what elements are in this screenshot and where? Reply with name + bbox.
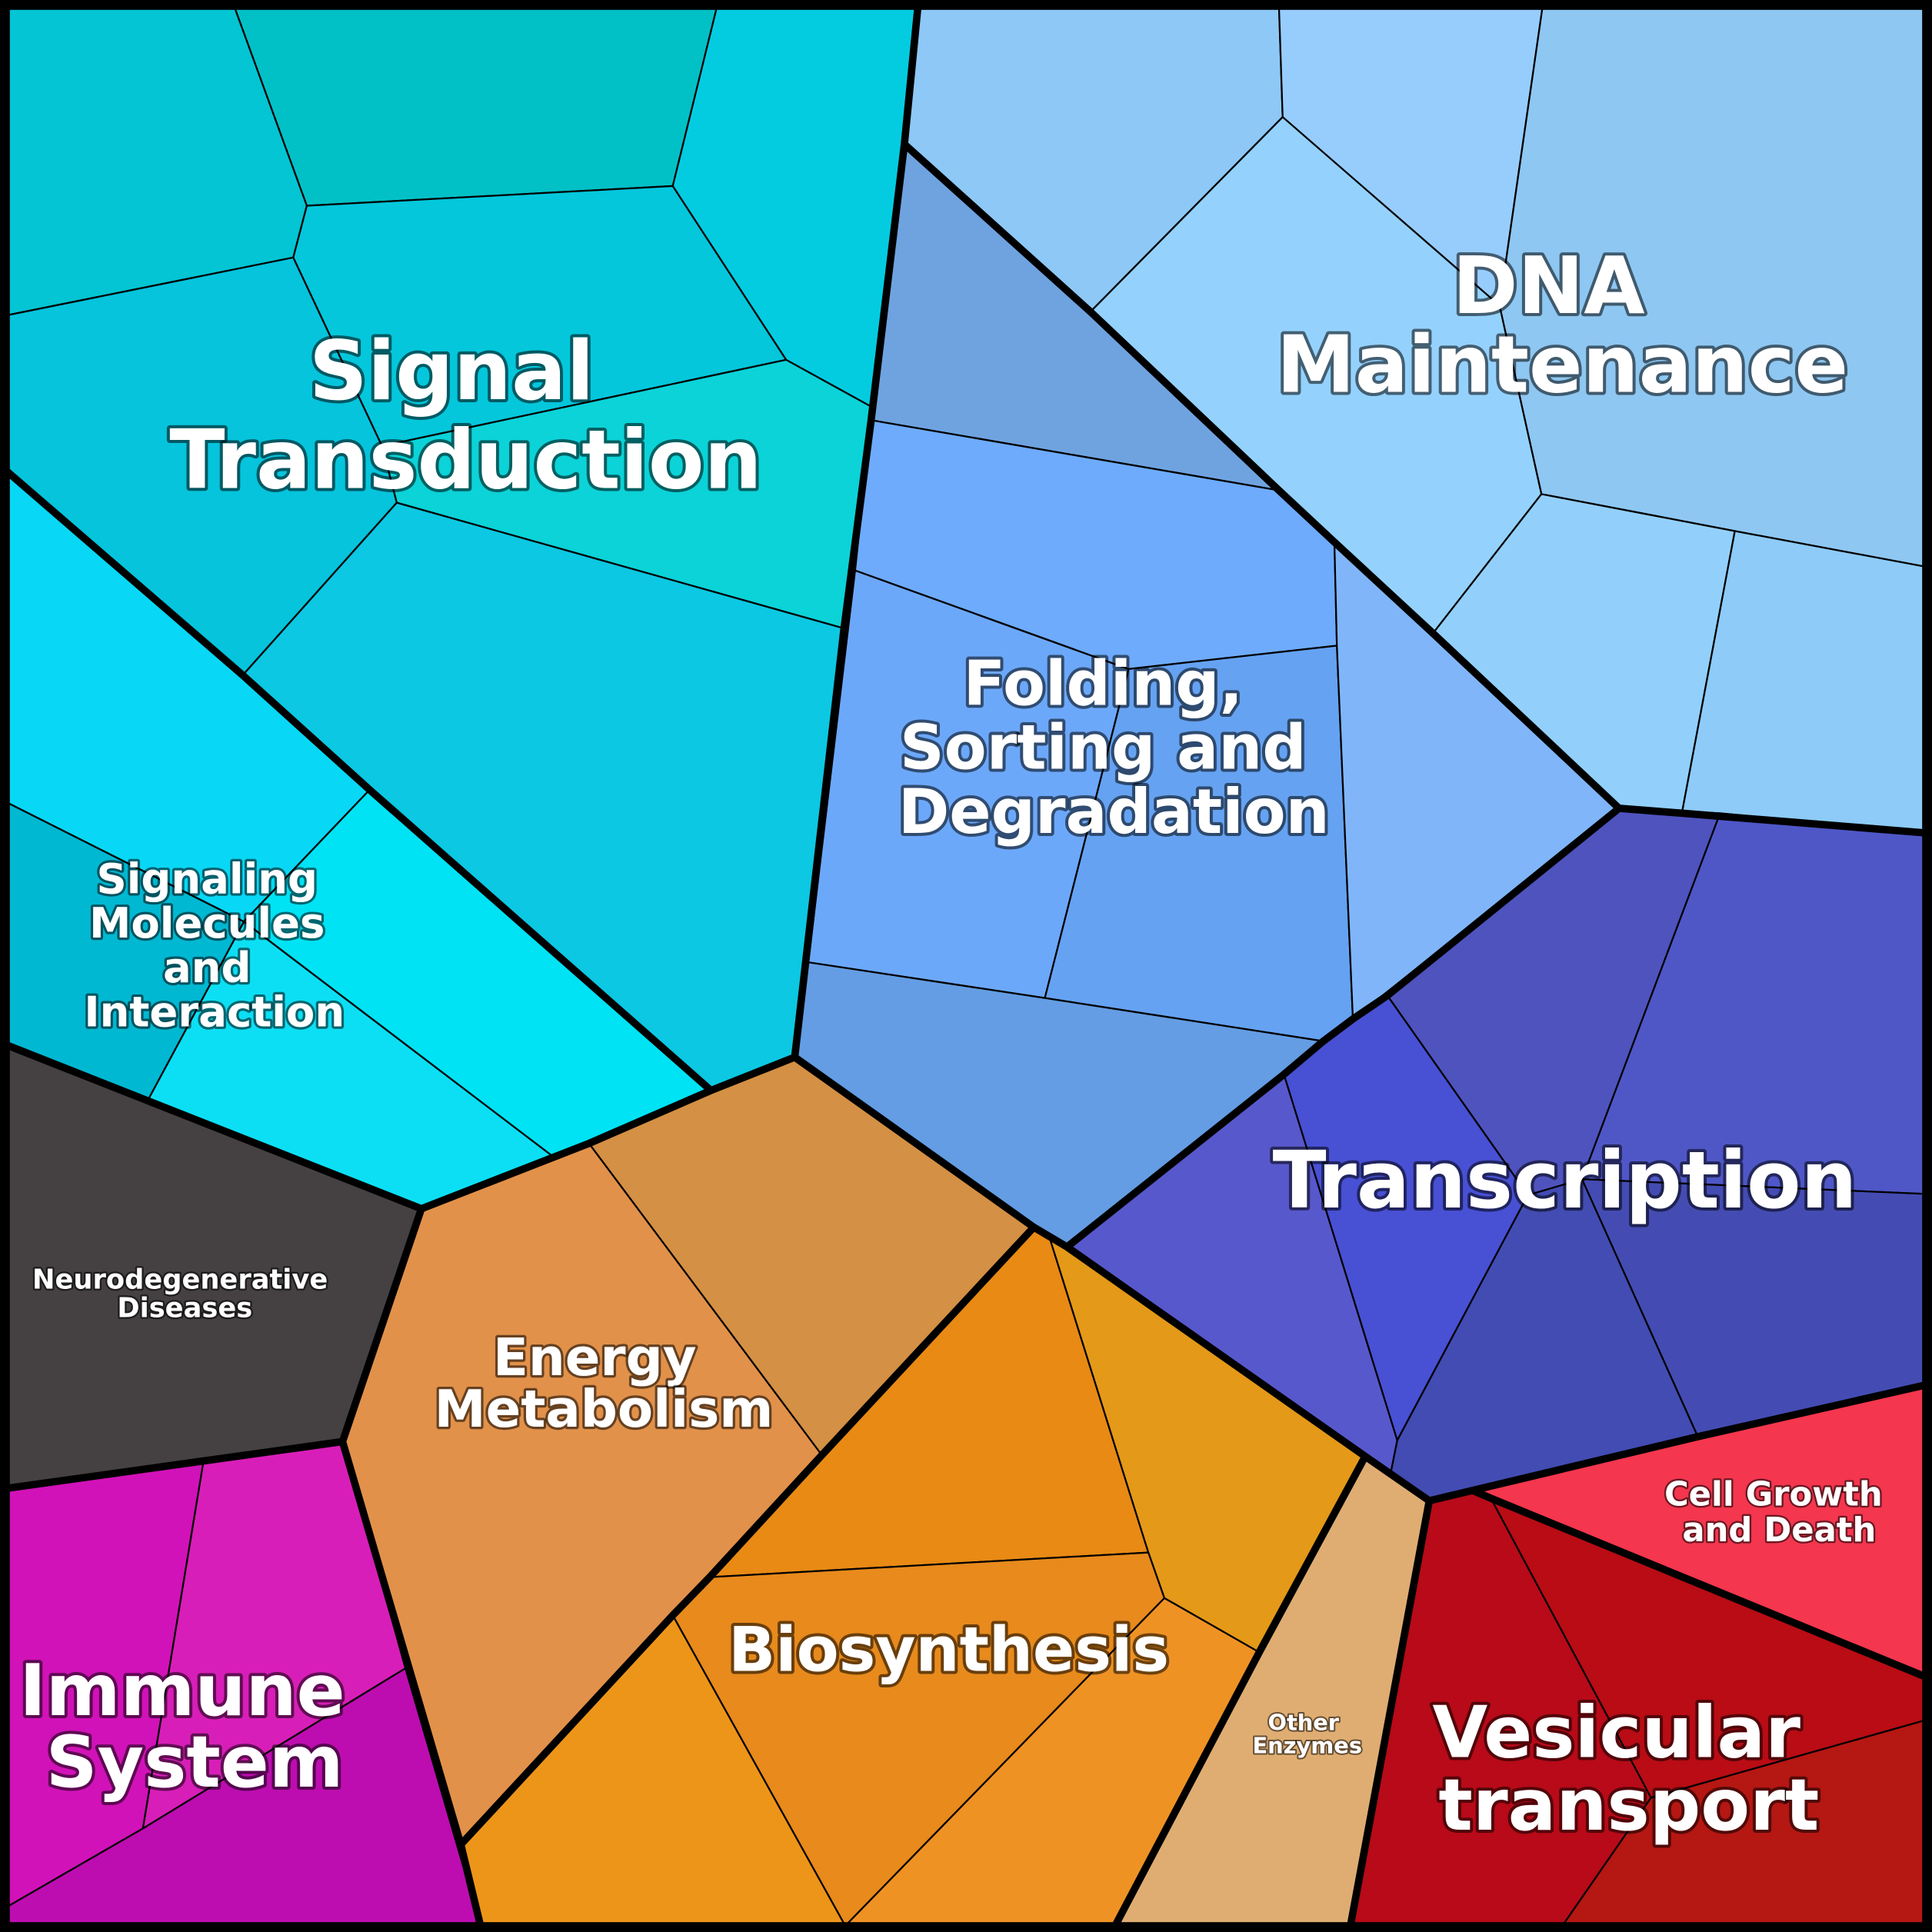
cell-signal-1 [233, 5, 718, 207]
label-energy-metabolism: Energy Metabolism [435, 1327, 774, 1439]
label-neurodegenerative: Neurodegenerative Diseases [32, 1264, 338, 1324]
labels: Signal Transduction Signaling Molecules … [16, 238, 1894, 1850]
label-signal-transduction: Signal Transduction [169, 324, 761, 507]
region-signal-transduction[interactable] [5, 5, 919, 1091]
region-vesicular-transport[interactable] [1349, 1490, 1927, 1927]
label-dna-maintenance: DNA Maintenance [1277, 241, 1848, 411]
label-immune-system: Immune System [19, 1649, 370, 1804]
label-folding-sorting: Folding, Sorting and Degradation [898, 648, 1330, 848]
region-biosynthesis[interactable] [460, 1226, 1367, 1927]
region-transcription[interactable] [1066, 807, 1927, 1502]
label-other-enzymes: Other Enzymes [1252, 1709, 1362, 1758]
region-signaling-molecules[interactable] [5, 469, 712, 1210]
region-dna-maintenance[interactable] [903, 5, 1927, 834]
label-biosynthesis: Biosynthesis [728, 1614, 1169, 1685]
label-cell-growth: Cell Growth and Death [1664, 1476, 1894, 1550]
region-immune-system[interactable] [5, 1441, 481, 1927]
label-signaling-molecules: Signaling Molecules and Interaction [84, 854, 345, 1036]
label-vesicular-transport: Vesicular transport [1432, 1691, 1825, 1847]
label-transcription: Transcription [1273, 1135, 1857, 1227]
group-boundaries [3, 5, 1927, 1928]
region-folding-sorting[interactable] [794, 143, 1621, 1248]
